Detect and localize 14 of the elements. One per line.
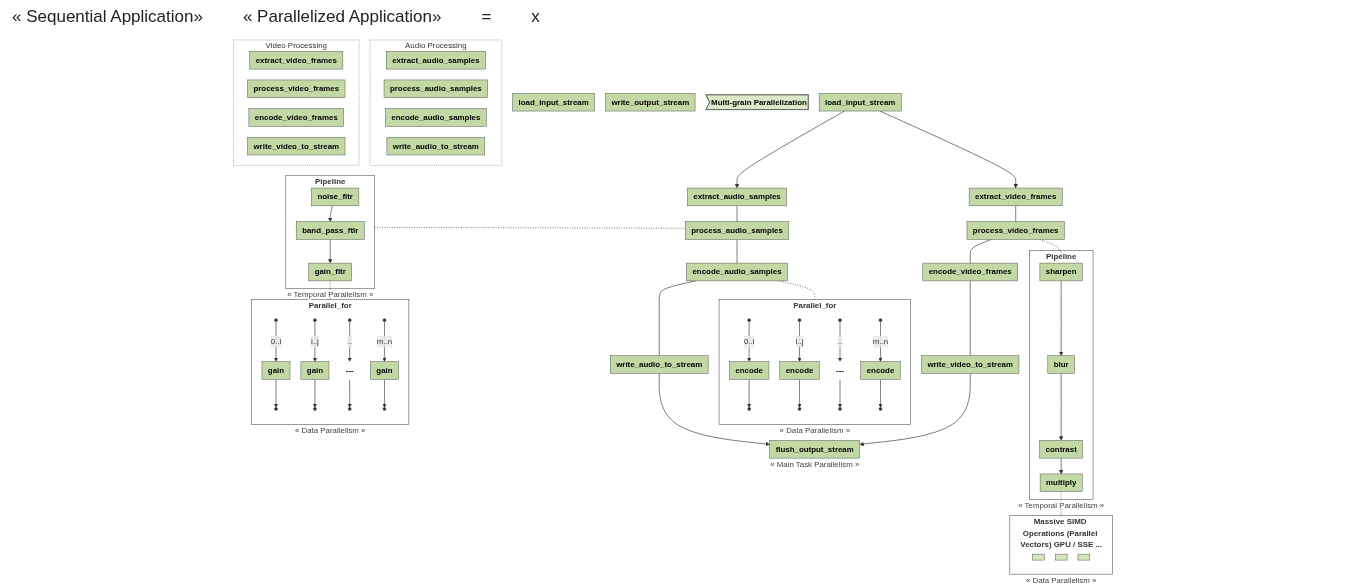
caption-text: « Temporal Parallelism » (1018, 500, 1105, 510)
node-box (1077, 553, 1091, 560)
caption-text: « Data Parallelism » (1025, 575, 1097, 585)
node-box (1055, 553, 1068, 560)
connector (969, 238, 992, 263)
caption-text: « Main Task Parallelism » (770, 459, 860, 468)
caption-text: = (481, 7, 492, 27)
node-box (1032, 553, 1045, 560)
caption-text: « Parallelized Application» (242, 7, 442, 27)
caption-text: « Sequential Application» (12, 7, 203, 27)
caption-text: « Data Parallelism » (295, 425, 366, 435)
caption-text: x (531, 7, 540, 27)
caption-text: « Data Parallelism » (779, 425, 851, 435)
caption-text: « Temporal Parallelism » (287, 289, 374, 299)
